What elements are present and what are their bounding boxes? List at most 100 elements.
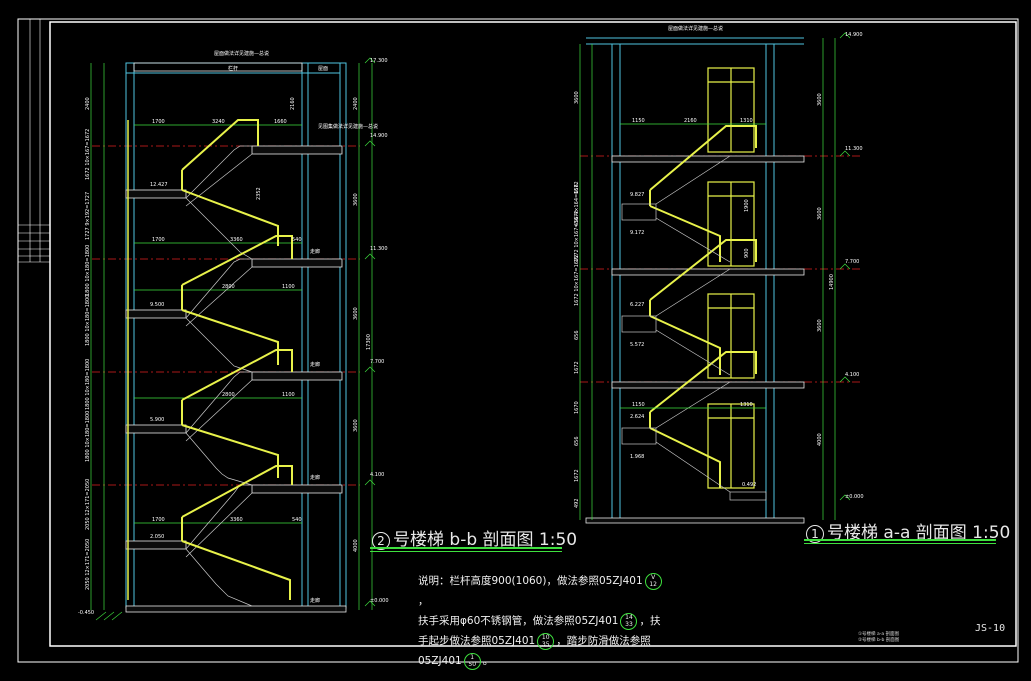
left-stair-flights [185, 145, 253, 607]
vdim: 3600 [817, 319, 823, 332]
elev-label: 4.100 [370, 472, 384, 478]
left-floor-slabs [125, 145, 347, 613]
flight-dim: 2800 [222, 392, 235, 398]
title-number-badge: 2 [372, 532, 390, 550]
vdim: 17300 [366, 334, 372, 350]
left-title-underline [370, 547, 562, 549]
vdim: 3600 [574, 91, 580, 104]
vdim: 2050 12×171=2050 [85, 539, 91, 590]
vdim: 4000 [353, 539, 359, 552]
right-floor-slabs [585, 155, 805, 524]
drawing-legend-line-1: ①号楼梯 a-a 剖面图 [858, 632, 900, 637]
roof-note: 见图集做法详见建施—总说 [318, 123, 378, 130]
flight-dim: 540 [292, 237, 302, 243]
landing-label: 9.827 [630, 192, 644, 198]
landing-label: 5.572 [630, 342, 644, 348]
vdim: 2400 [85, 97, 91, 110]
elev-label: 14.900 [845, 32, 863, 38]
flight-dim: 1310 [740, 118, 753, 124]
flight-dim: 2160 [684, 118, 697, 124]
vdim: 656 4×164=656 [574, 184, 580, 226]
title-number-badge: 1 [806, 525, 824, 543]
inner-border [49, 21, 1017, 647]
vdim: 3600 [353, 307, 359, 320]
flight-dim: 1150 [632, 402, 645, 408]
vdim: 1800 10×180=1800 [85, 359, 91, 410]
left-title-underline-thin [370, 551, 562, 552]
left-axis-lines [92, 145, 360, 486]
vdim: 3600 [817, 207, 823, 220]
vdim: 656 [574, 436, 580, 446]
flight-dim: 540 [292, 517, 302, 523]
vdim: 3600 [353, 419, 359, 432]
elev-label: 17.300 [370, 58, 388, 64]
floor-tag: 走廊 [310, 248, 320, 255]
vdim: 14900 [829, 274, 835, 290]
flight-dim: 1700 [152, 119, 165, 125]
sheet-number: JS-10 [975, 623, 1006, 634]
note-text: 扶手采用φ60不锈钢管，做法参照05ZJ401 [418, 615, 619, 627]
vdim: 1672 10×167=1672 [574, 211, 580, 262]
flight-dim: 3240 [212, 119, 225, 125]
elev-label: 11.300 [845, 146, 863, 152]
right-windows [707, 67, 755, 489]
elev-label: 7.700 [845, 259, 859, 265]
right-dimension-lines [579, 38, 836, 520]
vdim: 2352 [256, 187, 262, 200]
flight-dim: 1100 [282, 284, 295, 290]
railing-tag: 栏杆 [228, 65, 238, 72]
left-vertical-dims: 2400 1672 10×167=1672 1727 9×192=1727 18… [85, 97, 372, 590]
landing-label: 2.624 [630, 414, 644, 420]
right-elevation-marks [839, 32, 851, 501]
floor-tag: 走廊 [310, 361, 320, 368]
right-title-underline-thin [804, 543, 996, 544]
vdim: 1800 10×180=1800 [85, 411, 91, 462]
flight-dim: 1700 [152, 517, 165, 523]
landing-label: 12.427 [150, 182, 168, 188]
vdim: 2400 [353, 97, 359, 110]
note-text: 。 [482, 655, 494, 667]
elev-label: 11.300 [370, 246, 388, 252]
left-elevation-marks [364, 57, 376, 607]
elev-label: 14.900 [370, 133, 388, 139]
flight-dim: 2800 [222, 284, 235, 290]
flight-dim: 1660 [274, 119, 287, 125]
vdim: 1672 10×167=1672 [574, 255, 580, 306]
elev-label: ±0.000 [845, 494, 864, 500]
vdim: 656 [574, 330, 580, 340]
note-text: ，踏步防滑做法参照 [556, 635, 651, 647]
vdim: 2160 [290, 97, 296, 110]
landing-label: 2.050 [150, 534, 164, 540]
floor-tag: 走廊 [310, 597, 320, 604]
outer-border [17, 18, 1019, 663]
right-title-underline [804, 539, 996, 541]
binding-strip [18, 19, 50, 263]
vdim: 1900 [744, 199, 750, 212]
note-text: 手起步做法参照05ZJ401 [418, 635, 536, 647]
flight-dim: 1100 [282, 392, 295, 398]
vdim: 4000 [817, 433, 823, 446]
note-text: 说明：栏杆高度900(1060)，做法参照05ZJ401 [418, 575, 643, 587]
flight-dim: 1310 [740, 402, 753, 408]
vdim: 1670 [574, 401, 580, 414]
flight-dim: 1150 [632, 118, 645, 124]
floor-tag: 走廊 [310, 474, 320, 481]
right-railings [649, 125, 757, 488]
note-text: 05ZJ401 [418, 655, 462, 667]
left-walls [125, 62, 347, 609]
left-railings [127, 119, 293, 600]
vdim: 1672 [574, 469, 580, 482]
landing-label: 1.968 [630, 454, 644, 460]
landing-label: 0.492 [742, 482, 756, 488]
left-dimension-lines [90, 63, 373, 610]
landing-label: 5.900 [150, 417, 164, 423]
